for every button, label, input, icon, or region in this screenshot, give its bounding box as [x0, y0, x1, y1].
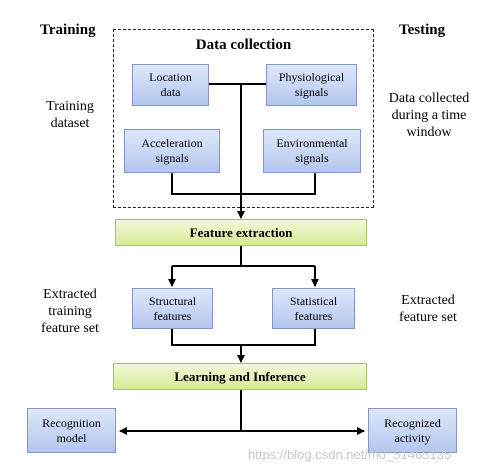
- recognition-model-box: Recognition model: [27, 408, 116, 453]
- environmental-signals-box: Environmental signals: [263, 129, 361, 173]
- extracted-training-label: Extracted training feature set: [41, 287, 99, 336]
- testing-header: Testing: [399, 22, 446, 38]
- physiological-signals-box: Physiological signals: [266, 64, 357, 106]
- data-collected-label: Data collected during a time window: [388, 91, 470, 140]
- statistical-features-box: Statistical features: [272, 288, 355, 329]
- extracted-feature-label: Extracted feature set: [399, 293, 457, 325]
- watermark-text: https://blog.csdn.net/m0_51465135: [248, 447, 452, 462]
- learning-inference-bar: Learning and Inference: [113, 363, 367, 390]
- data-collection-title: Data collection: [195, 37, 292, 53]
- data-collection-region: [113, 29, 374, 208]
- structural-features-box: Structural features: [132, 288, 213, 329]
- feature-extraction-bar: Feature extraction: [115, 219, 367, 246]
- acceleration-signals-box: Acceleration signals: [124, 129, 220, 173]
- recognized-activity-box: Recognized activity: [368, 408, 457, 453]
- training-header: Training: [40, 22, 96, 38]
- accel-env-connector: [171, 173, 316, 195]
- location-data-box: Location data: [132, 64, 209, 106]
- training-dataset-label: Training dataset: [46, 99, 94, 131]
